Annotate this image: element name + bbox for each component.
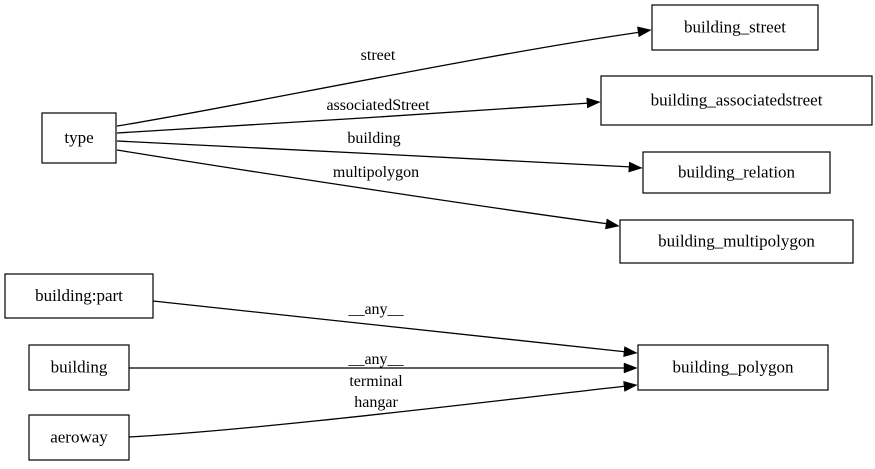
arrowhead-icon <box>586 97 601 109</box>
node-label: type <box>64 128 93 147</box>
graph-edge <box>116 26 652 127</box>
graph-node-building_associatedstreet[interactable]: building_associatedstreet <box>600 75 873 126</box>
node-box[interactable] <box>600 75 873 126</box>
graph-node-building_street[interactable]: building_street <box>651 4 819 51</box>
edge-line <box>152 300 628 353</box>
graph-node-aeroway[interactable]: aeroway <box>28 414 130 461</box>
graph-node-building_polygon[interactable]: building_polygon <box>637 344 829 391</box>
arrowhead-icon <box>637 26 652 38</box>
graph-node-building_part[interactable]: building:part <box>4 273 154 319</box>
node-box[interactable] <box>28 344 130 391</box>
graph-edge <box>129 362 638 374</box>
arrowhead-icon <box>628 161 643 173</box>
node-label: aeroway <box>50 427 108 446</box>
graph-edge <box>116 149 620 230</box>
arrowhead-icon <box>605 218 620 230</box>
graph-node-building_multipolygon[interactable]: building_multipolygon <box>619 219 854 264</box>
edge-label: __any__ <box>347 301 404 318</box>
graph-node-type[interactable]: type <box>41 112 117 164</box>
node-box[interactable] <box>637 344 829 391</box>
node-box[interactable] <box>619 219 854 264</box>
edge-label: associatedStreet <box>326 97 430 114</box>
graph-edge <box>128 381 638 438</box>
node-box[interactable] <box>651 4 819 51</box>
edge-line <box>116 149 610 225</box>
graph-node-building[interactable]: building <box>28 344 130 391</box>
node-label: building <box>51 357 108 376</box>
arrowhead-icon <box>623 346 638 357</box>
graph-edge <box>116 140 643 173</box>
node-box[interactable] <box>642 151 831 194</box>
node-label: building_associatedstreet <box>651 90 823 109</box>
edge-line <box>116 31 642 127</box>
edge-label: __any__ <box>347 351 404 368</box>
edge-line <box>116 102 591 134</box>
node-box[interactable] <box>41 112 117 164</box>
edge-line <box>128 385 628 438</box>
node-box[interactable] <box>4 273 154 319</box>
edge-label: building <box>347 130 400 147</box>
node-box[interactable] <box>28 414 130 461</box>
arrowhead-icon <box>623 362 638 374</box>
edge-labels-layer: street associatedStreet building multipolyg… <box>326 47 430 411</box>
edge-label: multipolygon <box>333 164 419 181</box>
graph-node-building_relation[interactable]: building_relation <box>642 151 831 194</box>
graph-edge <box>152 300 638 357</box>
node-label: building:part <box>35 286 123 305</box>
edges-layer <box>116 26 652 438</box>
nodes-layer: type building_street building_associatedst… <box>4 4 873 461</box>
edge-label: street <box>361 47 396 64</box>
node-label: building_relation <box>678 162 796 181</box>
node-label: building_multipolygon <box>658 231 815 250</box>
node-label: building_street <box>684 17 786 36</box>
graph-edge <box>116 97 601 134</box>
edge-line <box>116 140 633 168</box>
node-label: building_polygon <box>673 357 794 376</box>
arrowhead-icon <box>623 381 638 392</box>
